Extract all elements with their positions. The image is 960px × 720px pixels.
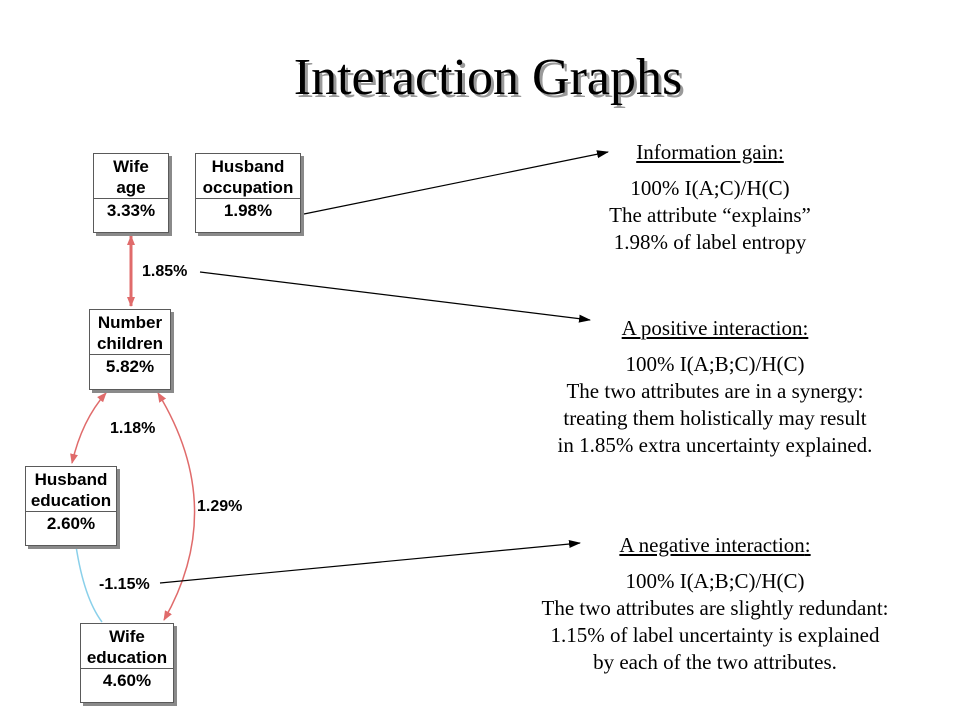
node-wife-age: Wife age 3.33%	[93, 153, 169, 233]
annotation-negative-interaction-line: 100% I(A;B;C)/H(C)	[625, 569, 805, 593]
annotation-positive-interaction: A positive interaction: 100% I(A;B;C)/H(…	[500, 315, 930, 459]
pointer-arrow-positive	[199, 271, 591, 323]
annotation-positive-interaction-line: The two attributes are in a synergy:	[566, 379, 864, 403]
node-husband-occupation-value: 1.98%	[223, 201, 273, 220]
annotation-information-gain-line: The attribute “explains”	[609, 203, 811, 227]
annotation-information-gain-line: 1.98% of label entropy	[613, 230, 807, 254]
node-wife-education-value: 4.60%	[102, 671, 152, 690]
annotation-positive-interaction-line: in 1.85% extra uncertainty explained.	[557, 433, 873, 457]
annotation-information-gain: Information gain: 100% I(A;C)/H(C) The a…	[560, 139, 860, 256]
annotation-positive-interaction-line: 100% I(A;B;C)/H(C)	[625, 352, 805, 376]
annotation-negative-interaction-line: by each of the two attributes.	[593, 650, 837, 674]
pointer-arrow-info-gain	[303, 150, 609, 215]
pointer-arrow-negative	[159, 540, 581, 584]
edge-label-wife-age-children: 1.85%	[142, 263, 188, 280]
node-wife-age-name: Wife age	[94, 154, 168, 199]
node-wife-age-value: 3.33%	[106, 201, 156, 220]
annotation-information-gain-line: 100% I(A;C)/H(C)	[630, 176, 790, 200]
node-husband-education-value: 2.60%	[46, 514, 96, 533]
annotation-positive-interaction-heading: A positive interaction	[621, 316, 803, 340]
annotation-negative-interaction-heading: A negative interaction	[619, 533, 805, 557]
edge-husband-education-wife-education	[75, 545, 103, 623]
edge-label-children-wife-edu: 1.29%	[197, 498, 243, 515]
node-wife-education: Wife education 4.60%	[80, 623, 174, 703]
edge-label-husband-edu-children: 1.18%	[110, 420, 156, 437]
node-wife-education-name: Wife education	[81, 624, 173, 669]
annotation-positive-interaction-line: treating them holistically may result	[563, 406, 867, 430]
node-husband-occupation: Husband occupation 1.98%	[195, 153, 301, 233]
annotation-negative-interaction-line: The two attributes are slightly redundan…	[541, 596, 889, 620]
node-number-children-name: Number children	[90, 310, 170, 355]
edge-husband-education-number-children	[70, 392, 107, 464]
annotation-negative-interaction: A negative interaction: 100% I(A;B;C)/H(…	[485, 532, 945, 676]
node-husband-education: Husband education 2.60%	[25, 466, 117, 546]
node-number-children-value: 5.82%	[105, 357, 155, 376]
node-number-children: Number children 5.82%	[89, 309, 171, 390]
annotation-negative-interaction-line: 1.15% of label uncertainty is explained	[550, 623, 880, 647]
slide-title: Interaction Graphs	[293, 49, 683, 106]
node-husband-education-name: Husband education	[26, 467, 116, 512]
annotation-information-gain-heading: Information gain	[636, 140, 778, 164]
edge-label-husband-edu-wife-edu: -1.15%	[99, 576, 150, 593]
node-husband-occupation-name: Husband occupation	[196, 154, 300, 199]
edge-number-children-wife-education	[157, 392, 196, 621]
